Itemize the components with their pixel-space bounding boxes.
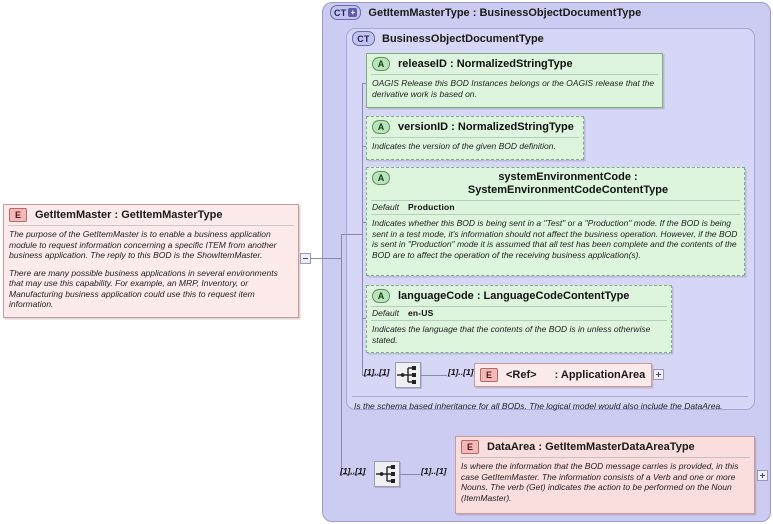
connector-root-stub <box>311 258 341 259</box>
attribute-header-releaseid: A releaseID : NormalizedStringType <box>367 54 662 74</box>
inner-type-footer-documentation: Is the schema based inheritance for all … <box>354 401 723 411</box>
attribute-title-languagecode: languageCode : LanguageCodeContentType <box>398 290 630 302</box>
cardinality-dataarea-right: [1]..[1] <box>421 466 447 476</box>
attribute-header-languagecode: A languageCode : LanguageCodeContentType <box>367 286 671 306</box>
complex-type-badge-icon: CT+ <box>330 5 362 20</box>
attribute-box-languagecode[interactable]: A languageCode : LanguageCodeContentType… <box>366 285 672 353</box>
connector-sequence-to-applicationarea <box>421 375 447 376</box>
cardinality-applicationarea-right: [1]..[1] <box>448 367 474 377</box>
inner-complex-type-header[interactable]: CT BusinessObjectDocumentType <box>352 31 544 46</box>
attribute-badge-icon: A <box>372 57 390 71</box>
default-label: Default <box>372 202 399 212</box>
element-header-dataarea: E DataArea : GetItemMasterDataAreaType <box>456 437 754 457</box>
divider <box>460 457 750 458</box>
element-header-applicationarea: E <Ref> : ApplicationArea <box>475 365 651 385</box>
default-label: Default <box>372 308 399 318</box>
connector-root-to-dataarea <box>341 474 366 475</box>
expander-applicationarea[interactable] <box>653 369 664 380</box>
attribute-header-versionid: A versionID : NormalizedStringType <box>367 117 583 137</box>
element-box-applicationarea[interactable]: E <Ref> : ApplicationArea <box>474 363 652 387</box>
cardinality-sequence-left: [1]..[1] <box>364 367 390 377</box>
divider <box>371 200 740 201</box>
divider <box>371 74 658 75</box>
divider <box>371 320 667 321</box>
connector-attribute-spine <box>362 83 363 375</box>
element-badge-icon: E <box>480 368 498 382</box>
connector-sequence-to-dataarea <box>400 474 420 475</box>
element-box-getitemmaster[interactable]: E GetItemMaster : GetItemMasterType The … <box>3 204 299 318</box>
attribute-badge-icon: A <box>372 289 390 303</box>
inner-complex-type-badge-icon: CT <box>352 31 375 46</box>
element-title-dataarea: DataArea : GetItemMasterDataAreaType <box>487 441 695 453</box>
sequence-compositor-icon-applicationarea[interactable] <box>395 362 421 388</box>
attribute-box-versionid[interactable]: A versionID : NormalizedStringType Indic… <box>366 116 584 160</box>
element-documentation-paragraph-2: There are many possible business applica… <box>9 267 278 310</box>
divider <box>371 306 667 307</box>
attribute-header-systemenvironmentcode: A systemEnvironmentCode : SystemEnvironm… <box>367 168 744 200</box>
element-badge-icon: E <box>461 440 479 454</box>
attribute-badge-icon: A <box>372 120 390 134</box>
expander-dataarea[interactable] <box>757 470 768 481</box>
attribute-documentation-releaseid: OAGIS Release this BOD Instances belongs… <box>372 78 655 99</box>
element-title-applicationarea: : ApplicationArea <box>554 369 646 381</box>
divider <box>371 137 579 138</box>
outer-complex-type-title: GetItemMasterType : BusinessObjectDocume… <box>368 6 642 19</box>
element-box-dataarea[interactable]: E DataArea : GetItemMasterDataAreaType I… <box>455 436 755 514</box>
element-documentation-paragraph-1: The purpose of the GetItemMaster is to e… <box>9 229 277 260</box>
connector-to-sequence <box>362 375 386 376</box>
element-title-getitemmaster: GetItemMaster : GetItemMasterType <box>35 209 223 221</box>
collapser-getitemmaster[interactable] <box>300 253 311 264</box>
attribute-documentation-languagecode: Indicates the language that the contents… <box>372 324 651 345</box>
element-header-getitemmaster: E GetItemMaster : GetItemMasterType <box>4 205 298 225</box>
sequence-icon-glyph <box>376 465 395 483</box>
attribute-box-releaseid[interactable]: A releaseID : NormalizedStringType OAGIS… <box>366 53 663 108</box>
sequence-compositor-icon-dataarea[interactable] <box>374 461 400 487</box>
element-documentation-dataarea: Is where the information that the BOD me… <box>461 461 739 503</box>
attribute-documentation-systemenvironmentcode: Indicates whether this BOD is being sent… <box>372 218 738 260</box>
expand-plus-icon[interactable]: + <box>348 8 358 17</box>
default-value: en-US <box>407 308 434 318</box>
attribute-title-versionid: versionID : NormalizedStringType <box>398 121 574 133</box>
attribute-default-row-languagecode: Default en-US <box>367 307 671 320</box>
divider <box>371 214 740 215</box>
inner-complex-type-badge-label: CT <box>357 33 370 44</box>
element-badge-icon: E <box>9 208 27 222</box>
attribute-box-systemenvironmentcode[interactable]: A systemEnvironmentCode : SystemEnvironm… <box>366 167 745 276</box>
divider-inner-footer <box>352 396 748 397</box>
inner-complex-type-title: BusinessObjectDocumentType <box>382 32 544 45</box>
attribute-title-systemenvironmentcode: systemEnvironmentCode : SystemEnvironmen… <box>467 171 669 196</box>
attribute-badge-icon: A <box>372 171 390 185</box>
default-value: Production <box>407 202 455 212</box>
cardinality-dataarea-sequence-left: [1]..[1] <box>340 466 366 476</box>
complex-type-badge-label: CT <box>334 7 347 18</box>
outer-complex-type-header[interactable]: CT+ GetItemMasterType : BusinessObjectDo… <box>330 5 641 20</box>
divider <box>8 225 294 226</box>
attribute-documentation-versionid: Indicates the version of the given BOD d… <box>372 141 556 151</box>
connector-root-to-inner <box>341 234 362 235</box>
attribute-default-row-systemenvironmentcode: Default Production <box>367 201 744 214</box>
attribute-title-releaseid: releaseID : NormalizedStringType <box>398 58 573 70</box>
connector-root-branch-vertical <box>341 234 342 474</box>
element-ref-label: <Ref> <box>506 369 537 381</box>
sequence-icon-glyph <box>397 366 416 384</box>
